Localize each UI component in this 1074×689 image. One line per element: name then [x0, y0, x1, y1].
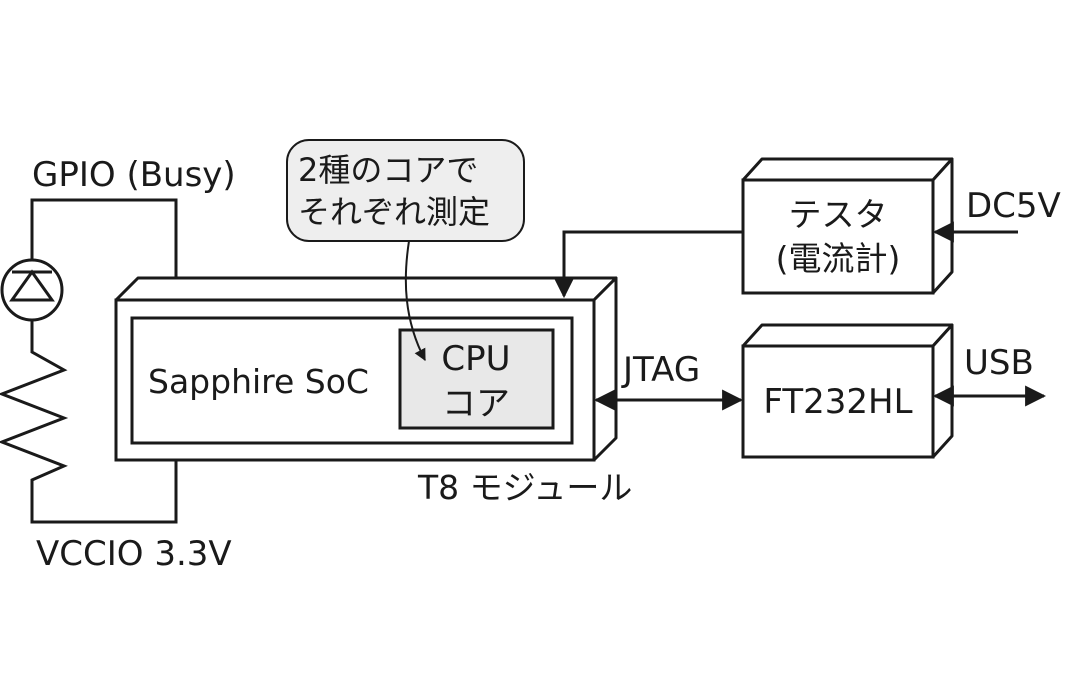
tester-label-line2: (電流計) [776, 239, 901, 278]
callout-bubble [286, 139, 525, 242]
ft232-label: FT232HL [763, 382, 912, 422]
tester-label-line1: テスタ [789, 195, 888, 234]
resistor-icon [0, 320, 178, 524]
usb-label: USB [964, 343, 1034, 383]
vccio-label: VCCIO 3.3V [36, 534, 232, 574]
gpio-wire [30, 198, 178, 300]
gpio-label: GPIO (Busy) [32, 155, 236, 195]
callout-line2: それぞれ測定 [298, 193, 490, 231]
jtag-label: JTAG [621, 350, 700, 390]
callout-line1: 2種のコアで [298, 151, 478, 189]
led-icon [0, 258, 64, 322]
dc5v-label: DC5V [966, 186, 1061, 226]
tester-box [741, 157, 954, 295]
cpu-core-box [398, 328, 555, 430]
module-label: T8 モジュール [417, 468, 632, 507]
cpu-label-line2: コア [442, 384, 510, 424]
callout-arrow [404, 240, 426, 362]
soc-label: Sapphire SoC [148, 362, 369, 401]
current-meter-wire [553, 230, 743, 299]
ft232-box [741, 323, 954, 459]
cpu-label-line1: CPU [441, 339, 510, 379]
